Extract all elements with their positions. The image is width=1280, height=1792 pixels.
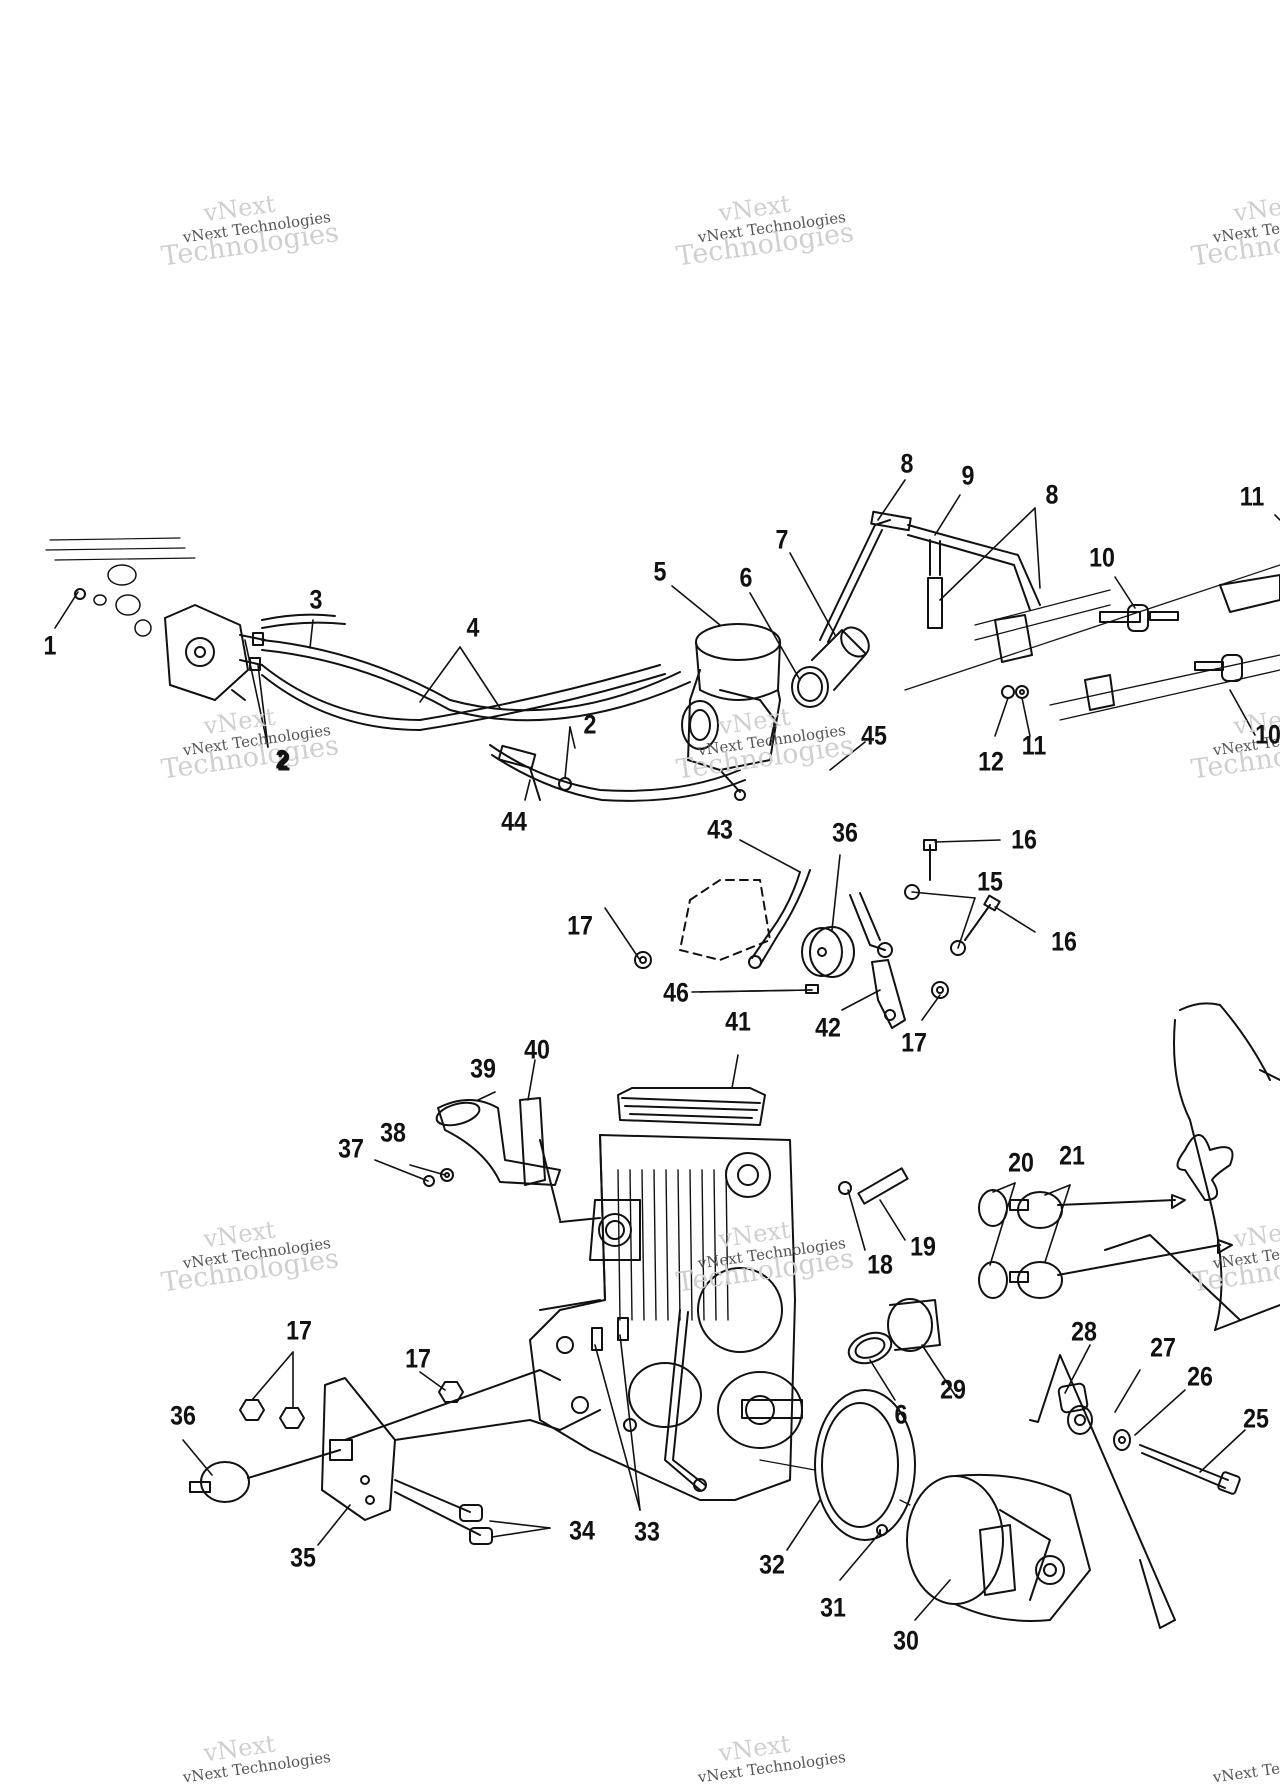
part-callout: 21 (1059, 1140, 1085, 1171)
part-callout: 16 (1051, 926, 1077, 957)
part-callout: 45 (861, 720, 887, 751)
part-callout: 38 (380, 1117, 406, 1148)
part-callout: 17 (405, 1343, 431, 1374)
part-callout: 46 (663, 977, 689, 1008)
right-mounts-drawing (838, 1167, 1233, 1299)
part-callout: 28 (1071, 1316, 1097, 1347)
intake-elbow-drawing (423, 1097, 601, 1223)
part-callout: 6 (894, 1399, 908, 1430)
part-callout: 17 (286, 1315, 312, 1346)
part-callout: 5 (653, 556, 667, 587)
part-callout: 18 (867, 1249, 893, 1280)
part-callout: 35 (290, 1542, 316, 1573)
front-bracket-drawing (189, 1299, 601, 1545)
part-callout: 19 (910, 1231, 936, 1262)
part-callout: 10 (1089, 542, 1115, 573)
part-callout: 9 (961, 460, 975, 491)
leader-lines (54, 479, 1280, 1621)
engine-block-drawing (529, 1087, 803, 1501)
part-callout: 1 (43, 630, 57, 661)
clutch-cover-drawing (759, 1389, 916, 1541)
part-callout: 43 (707, 814, 733, 845)
part-callout: 40 (524, 1034, 550, 1065)
part-callout: 17 (901, 1027, 927, 1058)
fuel-lines-drawing (261, 639, 746, 802)
part-callout: 2 (583, 709, 597, 740)
part-callout: 15 (977, 866, 1003, 897)
carburetor-drawing (681, 623, 781, 801)
part-callout: 3 (309, 584, 323, 615)
intake-boot-drawing (791, 626, 870, 708)
drive-clutch-drawing (906, 1473, 1091, 1622)
part-callout: 10 (1255, 719, 1280, 750)
part-callout: 11 (1021, 730, 1047, 761)
part-callout: 7 (775, 524, 789, 555)
drive-bolt-drawing (1029, 1354, 1241, 1629)
fuel-pump-drawing (45, 537, 346, 701)
part-callout: 2 (277, 746, 291, 777)
part-callout: 41 (725, 1006, 751, 1037)
part-callout: 37 (338, 1133, 364, 1164)
part-callout: 29 (940, 1374, 966, 1405)
part-callout: 36 (832, 817, 858, 848)
part-callout: 12 (978, 746, 1004, 777)
vent-lines-drawing (819, 510, 1041, 643)
part-callout: 42 (815, 1012, 841, 1043)
part-callout: 17 (567, 910, 593, 941)
part-callout: 36 (170, 1400, 196, 1431)
part-callout: 39 (470, 1053, 496, 1084)
part-callout: 20 (1008, 1147, 1034, 1178)
part-callout: 16 (1011, 824, 1037, 855)
part-callout: 8 (900, 448, 914, 479)
part-callout: 44 (501, 806, 527, 837)
part-callout: 26 (1187, 1361, 1213, 1392)
part-callout: 25 (1243, 1403, 1269, 1434)
part-callout: 34 (569, 1515, 595, 1546)
part-callout: 30 (893, 1625, 919, 1656)
part-callout: 33 (634, 1516, 660, 1547)
part-callout: 6 (739, 562, 753, 593)
mount-hardware-drawing (634, 839, 1001, 1029)
part-callout: 8 (1045, 479, 1059, 510)
part-callout: 27 (1150, 1332, 1176, 1363)
part-callout: 2 (275, 744, 289, 775)
part-callout: 32 (759, 1549, 785, 1580)
coupler-drawing (847, 1298, 941, 1365)
chaincase-plate-drawing (1104, 1002, 1280, 1331)
part-callout: 4 (466, 612, 480, 643)
part-callout: 31 (820, 1592, 846, 1623)
part-callout: 11 (1239, 481, 1265, 512)
mount-rails-drawing (904, 564, 1280, 721)
